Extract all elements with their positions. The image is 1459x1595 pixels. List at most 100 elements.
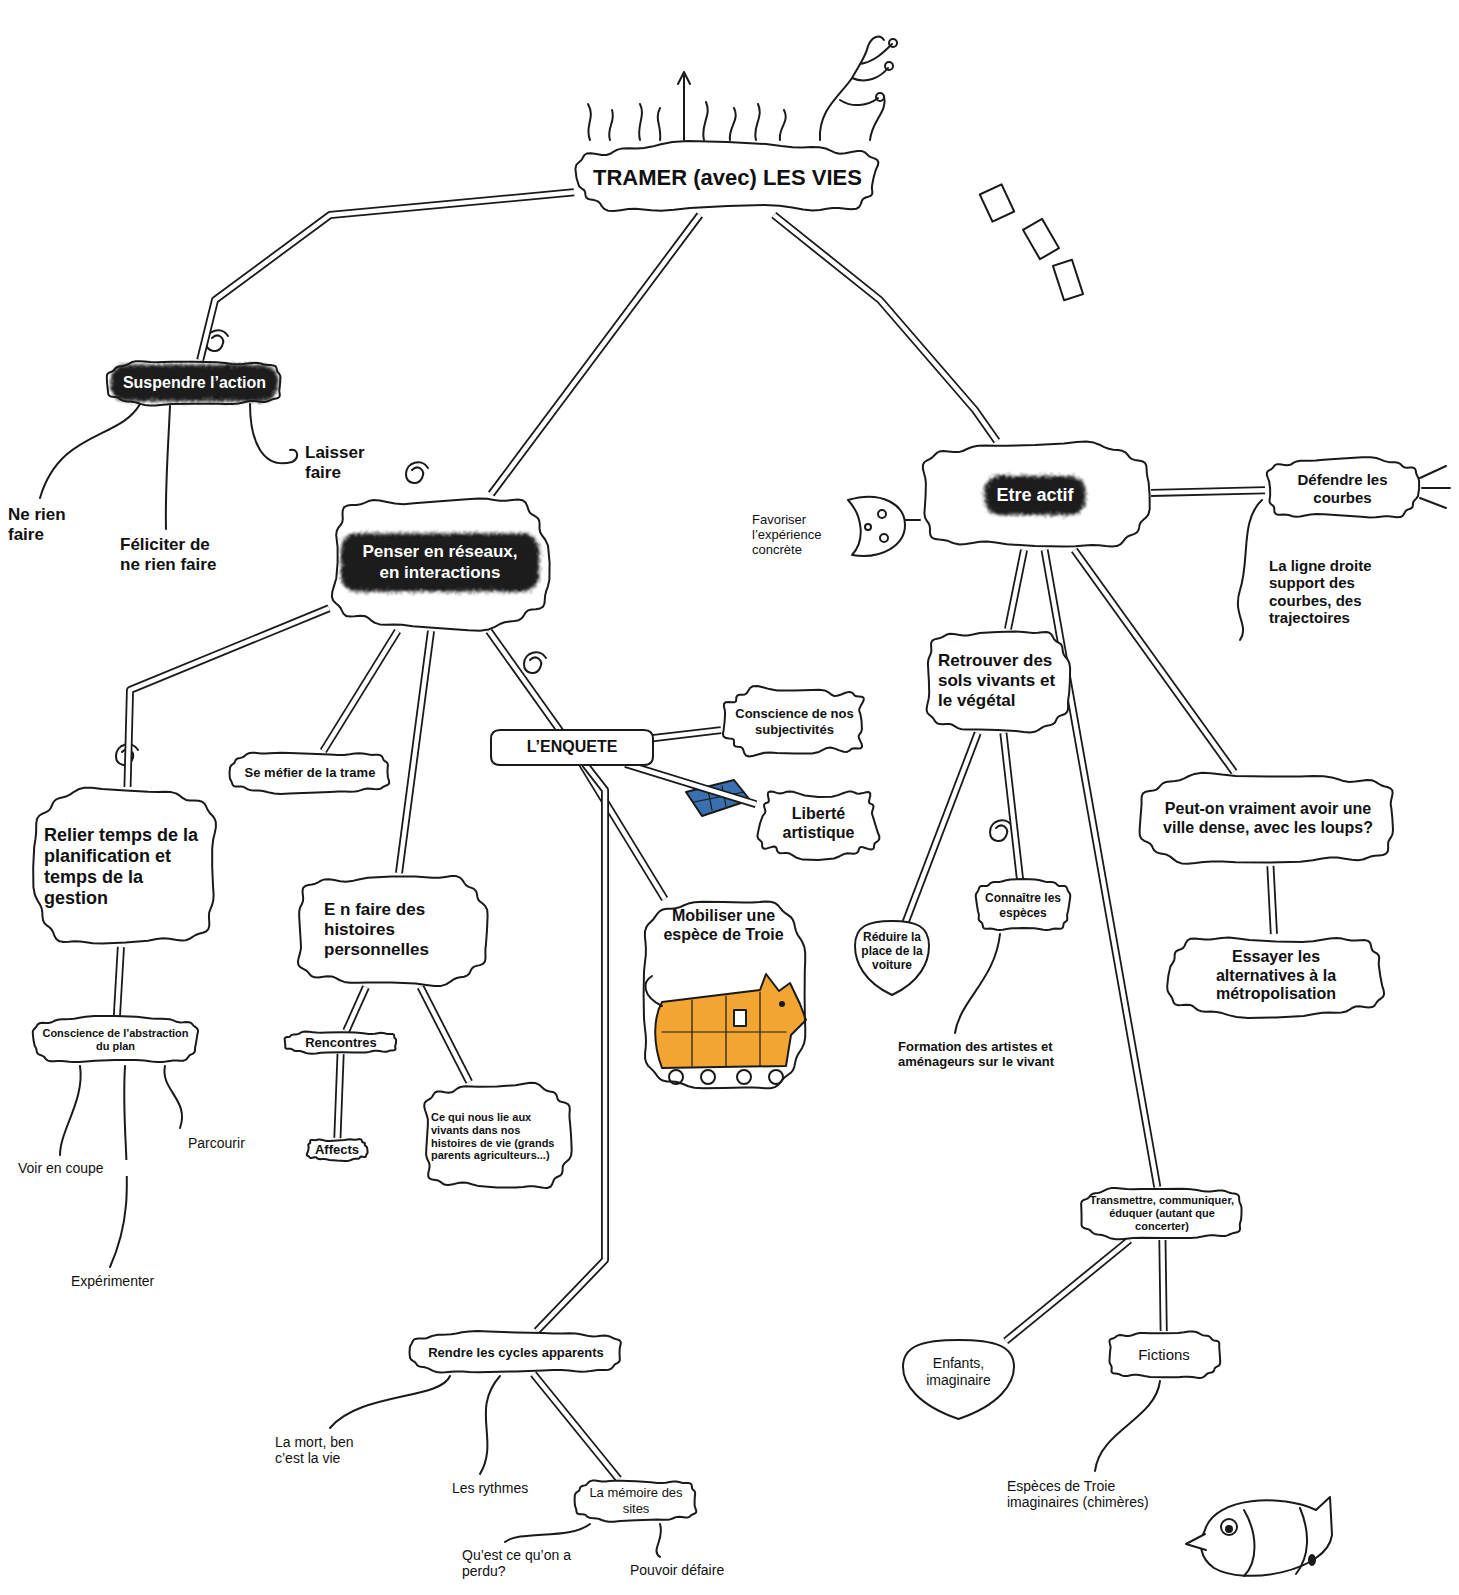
plant-doodle bbox=[820, 37, 892, 140]
branch-core bbox=[1006, 1240, 1130, 1341]
branch-outline bbox=[582, 764, 665, 899]
branch-outline bbox=[1151, 490, 1265, 493]
node-text: Essayer les alternatives à la métropolis… bbox=[1206, 948, 1346, 1005]
branch-connector bbox=[774, 215, 997, 441]
spiral-curl bbox=[206, 330, 228, 351]
node-border bbox=[1167, 938, 1384, 1018]
branch-core bbox=[582, 764, 665, 899]
idea-bubble: La mémoire des sites bbox=[570, 1475, 702, 1526]
node-text: Relier temps de la planification et temp… bbox=[44, 825, 209, 910]
branch-core bbox=[128, 608, 330, 787]
plant-bud bbox=[876, 93, 884, 101]
branch-core bbox=[1162, 1240, 1163, 1331]
branch-outline bbox=[533, 1374, 618, 1479]
cat-wheel bbox=[701, 1070, 715, 1084]
node-text: Suspendre l’action bbox=[123, 374, 266, 393]
node-text: Etre actif bbox=[996, 485, 1073, 506]
node-border bbox=[33, 1016, 198, 1062]
branch-connector bbox=[652, 730, 721, 738]
node-border bbox=[903, 1340, 1014, 1419]
tube-fragment bbox=[1053, 260, 1083, 300]
leader-line bbox=[656, 1524, 661, 1557]
node-text: Fictions bbox=[1138, 1346, 1190, 1364]
plant-bud bbox=[889, 39, 897, 47]
branch-outline bbox=[200, 192, 574, 360]
leader-line bbox=[904, 519, 920, 521]
branch-connector bbox=[1151, 490, 1265, 493]
branch-connector bbox=[537, 764, 605, 1331]
leader-line bbox=[1095, 1381, 1160, 1471]
branch-connector bbox=[491, 215, 700, 494]
branch-label: Parcourir bbox=[188, 1135, 278, 1151]
leader-line bbox=[1238, 500, 1262, 640]
theme-blob: Penser en réseaux, en interactions bbox=[325, 490, 555, 635]
branch-connector bbox=[337, 1054, 340, 1138]
idea-bubble: Conscience de l’abstraction du plan bbox=[28, 1012, 203, 1068]
branch-core bbox=[1270, 866, 1274, 934]
plant-bud bbox=[885, 62, 893, 70]
trojan-cat bbox=[655, 974, 806, 1068]
branch-connector bbox=[128, 608, 330, 787]
illustrated-bubble: Mobiliser une espèce de Troie bbox=[636, 895, 811, 1095]
sprout-doodle bbox=[588, 104, 660, 140]
idea-bubble: Défendre les courbes bbox=[1261, 453, 1424, 524]
branch-outline bbox=[1074, 550, 1234, 772]
node-border bbox=[644, 902, 806, 1089]
node-border bbox=[757, 791, 879, 860]
branch-core bbox=[200, 192, 574, 360]
leaf-bubble: Réduire la place de la voiture bbox=[852, 918, 932, 998]
branch-label: Laisser faire bbox=[305, 443, 377, 482]
branch-outline bbox=[1008, 550, 1024, 629]
feather-drawing bbox=[686, 780, 750, 816]
node-border bbox=[230, 753, 390, 794]
node-text: La mémoire des sites bbox=[580, 1485, 692, 1516]
node-border bbox=[298, 876, 488, 986]
branch-connector bbox=[533, 1374, 618, 1479]
branch-connector bbox=[1162, 1240, 1163, 1331]
branch-core bbox=[323, 631, 397, 751]
node-text: L’ENQUETE bbox=[527, 738, 618, 757]
chimera-drawing bbox=[1309, 1555, 1315, 1565]
branch-core bbox=[421, 987, 470, 1082]
spiral-curl bbox=[524, 652, 546, 673]
branch-connector bbox=[117, 947, 121, 1016]
node-text: Connaître les espèces bbox=[979, 891, 1067, 919]
node-text: Affects bbox=[315, 1142, 359, 1157]
node-text: Rendre les cycles apparents bbox=[428, 1345, 604, 1360]
branch-outline bbox=[489, 631, 560, 731]
branch-outline bbox=[323, 631, 397, 751]
node-border bbox=[923, 442, 1150, 547]
branch-label: La ligne droite support des courbes, des… bbox=[1269, 557, 1391, 626]
branch-core bbox=[533, 1374, 618, 1479]
branch-connector bbox=[346, 987, 366, 1031]
branch-outline bbox=[906, 733, 978, 922]
branch-label: La mort, ben c’est la vie bbox=[275, 1434, 385, 1466]
spiral-curl bbox=[406, 462, 428, 483]
node-outline bbox=[636, 895, 811, 1095]
node-border bbox=[723, 686, 864, 757]
leaf-bubble: Enfants, imaginaire bbox=[900, 1337, 1017, 1422]
branch-core bbox=[491, 215, 700, 494]
node-text: Enfants, imaginaire bbox=[910, 1355, 1007, 1388]
branch-core bbox=[346, 987, 366, 1031]
eye-blob bbox=[848, 497, 905, 556]
branch-core bbox=[489, 631, 560, 731]
leader-line bbox=[955, 934, 1000, 1033]
branch-connector bbox=[489, 631, 560, 731]
node-border bbox=[107, 361, 281, 405]
branch-connector bbox=[582, 764, 665, 899]
idea-bubble: Se méfier de la trame bbox=[225, 747, 395, 798]
branch-label: Qu’est ce qu’on a perdu? bbox=[462, 1547, 580, 1579]
branch-connector bbox=[626, 764, 757, 804]
idea-bubble: Fictions bbox=[1103, 1327, 1225, 1383]
cat-wheel bbox=[737, 1070, 751, 1084]
eye-dot bbox=[880, 534, 888, 542]
node-text: Réduire la place de la voiture bbox=[858, 930, 926, 972]
branch-connector bbox=[1003, 733, 1020, 879]
branch-core bbox=[906, 733, 978, 922]
idea-bubble: Rencontres bbox=[280, 1027, 402, 1058]
branch-outline bbox=[1003, 733, 1020, 879]
leader-line bbox=[330, 1376, 450, 1428]
